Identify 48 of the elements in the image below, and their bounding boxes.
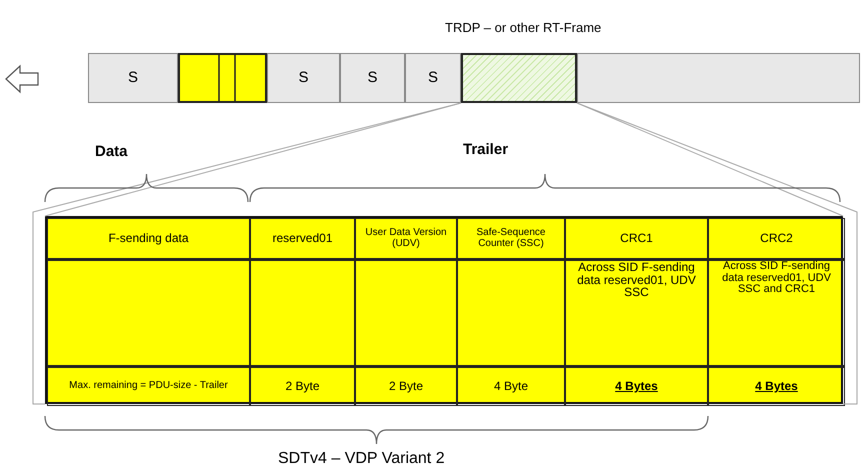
cell-text: 2 Byte: [388, 380, 424, 393]
segment-label: S: [428, 70, 438, 86]
segment-label: S: [298, 70, 308, 86]
cell-text: CRC2: [760, 232, 793, 245]
projection-line: [32, 102, 462, 404]
frame-segment: [461, 53, 577, 103]
frame-segment: [577, 53, 860, 103]
cell-text: reserved01: [272, 232, 333, 245]
frame-segment: [88, 53, 178, 103]
table-cell: [250, 367, 355, 406]
table-cell: [457, 218, 565, 259]
section-heading: TRDP – or other RT-Frame: [445, 20, 602, 35]
brace-label: Data: [95, 143, 128, 160]
table-cell: [708, 367, 845, 406]
cell-text: F-sending data: [108, 232, 189, 245]
table-cell: [457, 367, 565, 406]
segment-label: S: [367, 70, 378, 86]
table-cell: [565, 259, 708, 367]
projection-line: [576, 102, 844, 216]
table-cell: [355, 259, 457, 367]
projection-line: [576, 102, 858, 404]
table-cell: [250, 218, 355, 259]
cell-text: 4 Bytes: [615, 380, 658, 393]
brace-label: SDTv4 – VDP Variant 2: [278, 450, 445, 468]
table-cell: [565, 367, 708, 406]
projection-line: [44, 102, 462, 216]
frame-segment: [405, 53, 461, 103]
brace-label: Trailer: [463, 141, 508, 158]
segment-label: S: [128, 70, 138, 86]
cell-text: Max. remaining = PDU-size - Trailer: [69, 381, 228, 392]
table-cell: [47, 259, 250, 367]
table-cell: [565, 218, 708, 259]
table-cell: [355, 218, 457, 259]
cell-text: 2 Byte: [285, 380, 320, 393]
cell-text: 4 Byte: [494, 380, 528, 393]
table-cell: [47, 367, 250, 406]
table-cell: [355, 367, 457, 406]
data-table: [45, 216, 843, 404]
cell-text: 4 Bytes: [755, 380, 798, 393]
table-cell: [457, 259, 565, 367]
frame-segment: [267, 53, 340, 103]
table-cell: [708, 218, 845, 259]
table-cell: [250, 259, 355, 367]
frame-segment: [340, 53, 405, 103]
table-cell: [47, 218, 250, 259]
table-cell: [708, 259, 845, 367]
cell-text: CRC1: [620, 232, 653, 245]
frame-segment: [178, 53, 267, 103]
